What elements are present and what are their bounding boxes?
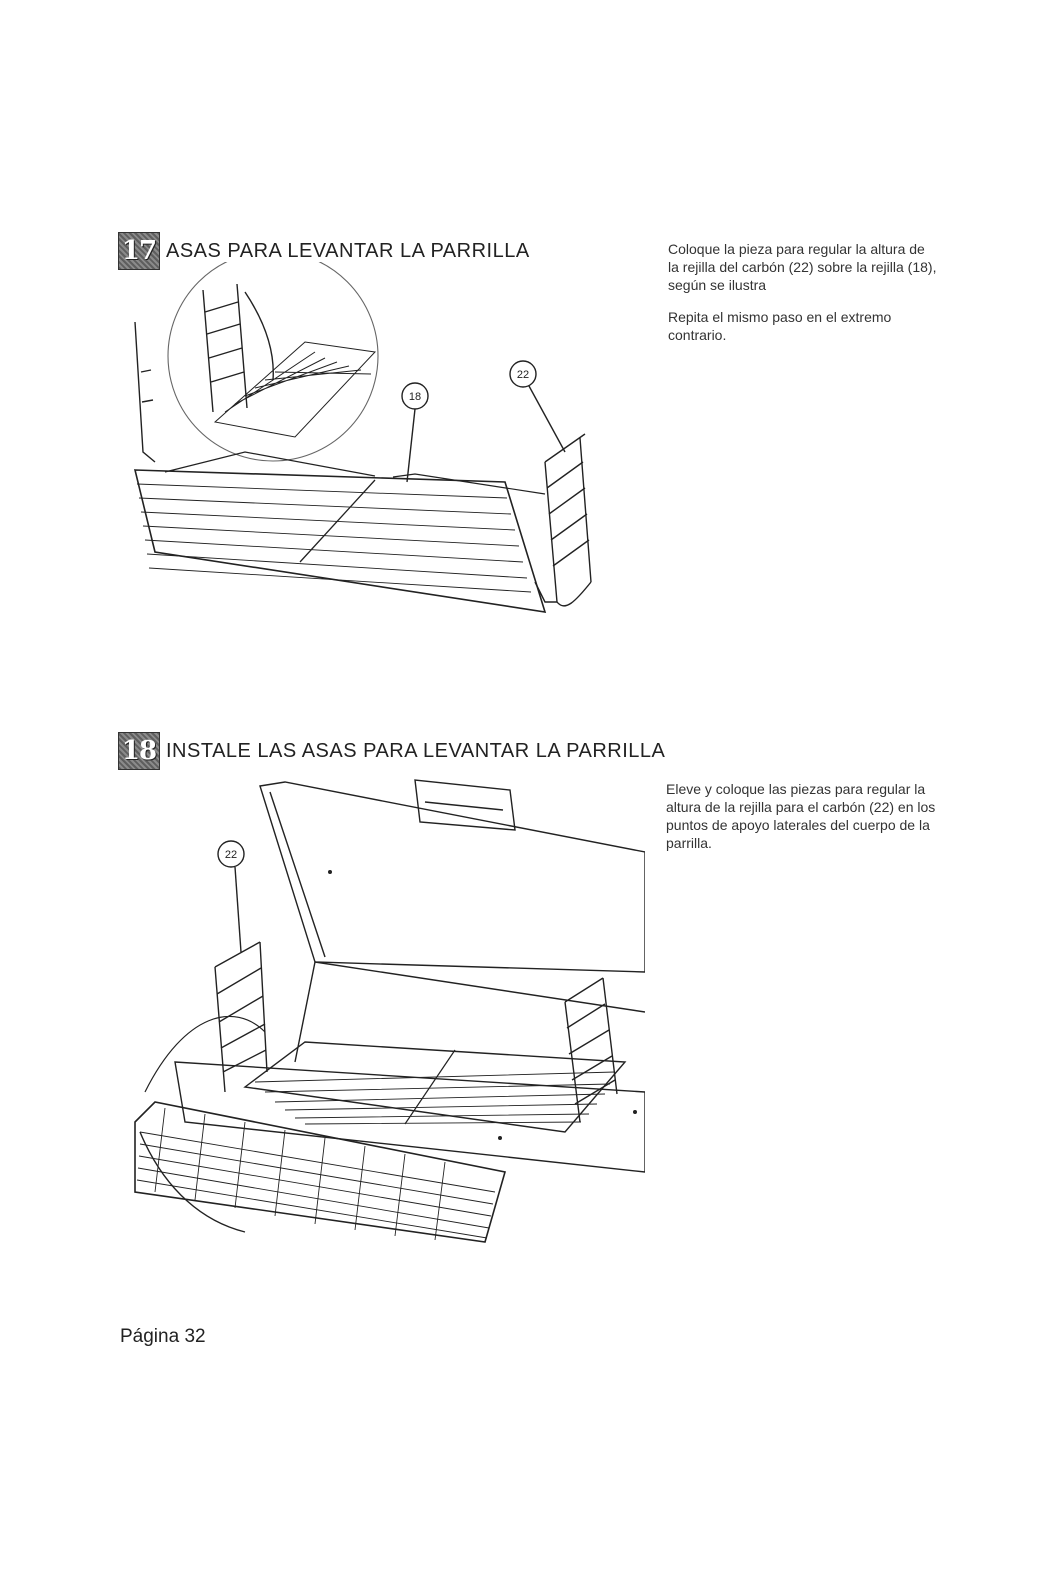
step-17-paragraph-2: Repita el mismo paso en el extremo contr… (668, 309, 892, 343)
left-lift-handle (214, 941, 268, 1093)
inner-grate (243, 1041, 627, 1133)
step-18-paragraph-1: Eleve y coloque las piezas para regular … (666, 781, 936, 851)
step-17-illustration: 18 22 (133, 262, 592, 613)
callout-22-label: 22 (517, 369, 529, 381)
step-18-title: INSTALE LAS ASAS PARA LEVANTAR LA PARRIL… (166, 739, 666, 762)
step-17-paragraph-1: Coloque la pieza para regular la altura … (668, 241, 937, 293)
detail-grate (213, 341, 377, 438)
step-17-number-badge: 17 (118, 232, 160, 270)
step-18-description: Eleve y coloque las piezas para regular … (666, 780, 938, 866)
step-17-title: ASAS PARA LEVANTAR LA PARRILLA (166, 239, 530, 262)
lid-handle (414, 779, 516, 831)
step-17-header: 17 ASAS PARA LEVANTAR LA PARRILLA (118, 232, 530, 270)
front-shelf (134, 1101, 507, 1243)
right-lift-handle (534, 433, 592, 607)
step-18-header: 18 INSTALE LAS ASAS PARA LEVANTAR LA PAR… (118, 732, 665, 770)
callout-22-leader (509, 360, 566, 453)
grill-body (139, 961, 645, 1233)
detail-zoom-circle (167, 262, 379, 462)
callout-18-label: 18 (409, 391, 421, 403)
page-number: Página 32 (120, 1326, 206, 1347)
callout-22-label: 22 (225, 849, 237, 861)
left-handle-rod (134, 321, 156, 463)
step-17-description: Coloque la pieza para regular la altura … (668, 240, 938, 358)
detail-handle (202, 283, 274, 413)
main-grate (133, 451, 547, 613)
right-lift-handle (564, 977, 618, 1123)
callout-22-leader (217, 840, 245, 953)
callout-18-leader (401, 382, 429, 483)
grill-lid (259, 781, 645, 973)
step-18-illustration: 22 (134, 779, 645, 1243)
step-18-number-badge: 18 (118, 732, 160, 770)
